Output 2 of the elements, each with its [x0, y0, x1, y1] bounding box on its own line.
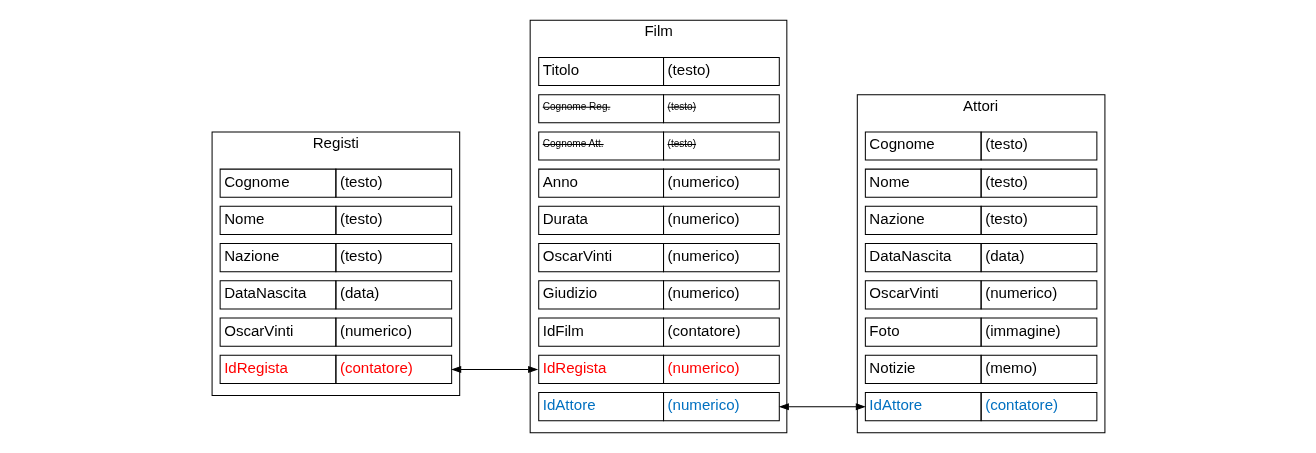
arrow: [778, 403, 866, 411]
arrow: [450, 365, 538, 373]
